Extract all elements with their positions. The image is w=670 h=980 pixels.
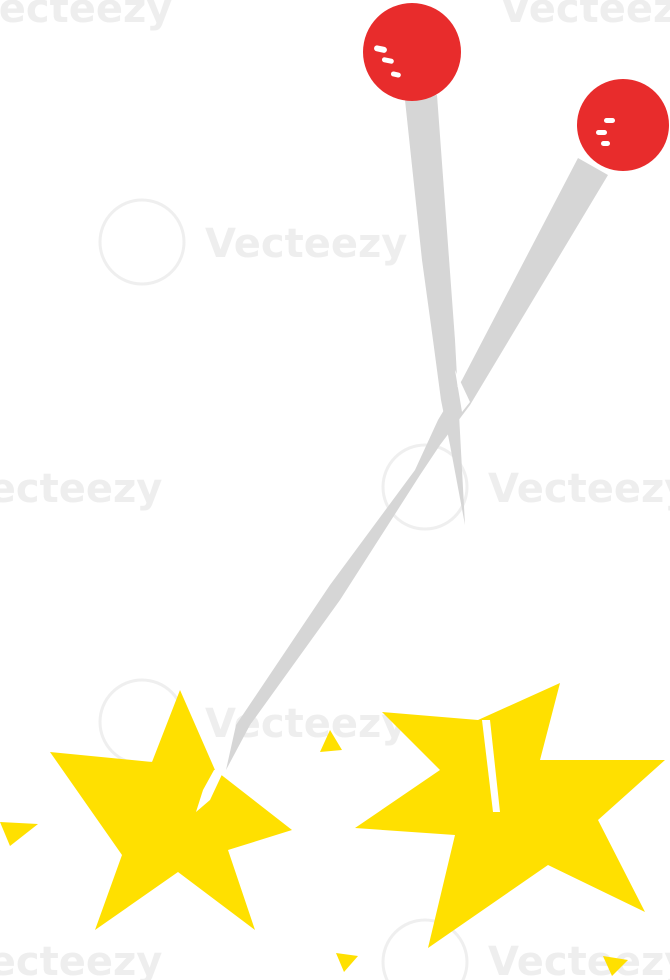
pin-shaft-nick xyxy=(455,370,470,412)
watermark-text: Vecteezy xyxy=(205,221,407,267)
watermark-text: Vecteezy xyxy=(488,466,670,512)
pin-highlight xyxy=(381,57,394,64)
watermark-text: Vecteezy xyxy=(0,0,172,32)
pin-shaft-right xyxy=(226,158,608,770)
pin-highlight xyxy=(604,118,615,123)
pin-highlight xyxy=(390,71,401,78)
pin-shaft-left xyxy=(405,95,465,525)
watermark-logo-icon xyxy=(381,443,469,531)
watermark-text: Vecteezy xyxy=(488,939,670,980)
stars xyxy=(50,683,665,948)
star-left-icon xyxy=(50,690,292,930)
watermark-logo-icon xyxy=(381,918,469,980)
spark-icon xyxy=(336,953,358,972)
star-right-crack xyxy=(482,720,500,812)
spark-icon xyxy=(603,956,628,976)
watermark-text: Vecteezy xyxy=(0,939,162,980)
sparks xyxy=(0,730,628,976)
watermark-text: Vecteezy xyxy=(0,466,162,512)
pin-highlight xyxy=(374,45,387,53)
watermark-logo-icon xyxy=(98,198,186,286)
spark-icon xyxy=(0,822,38,846)
star-left-puncture xyxy=(196,768,225,812)
pin-head-left-icon xyxy=(363,3,461,101)
spark-icon xyxy=(320,730,342,752)
star-right-icon xyxy=(355,683,665,948)
pin-left xyxy=(363,3,461,101)
pin-highlight xyxy=(601,141,610,146)
watermark-text: Vecteezy xyxy=(500,0,670,32)
pin-shafts xyxy=(226,95,608,770)
pin-right xyxy=(577,79,669,171)
pin-highlight xyxy=(596,130,607,135)
pin-head-right-icon xyxy=(577,79,669,171)
